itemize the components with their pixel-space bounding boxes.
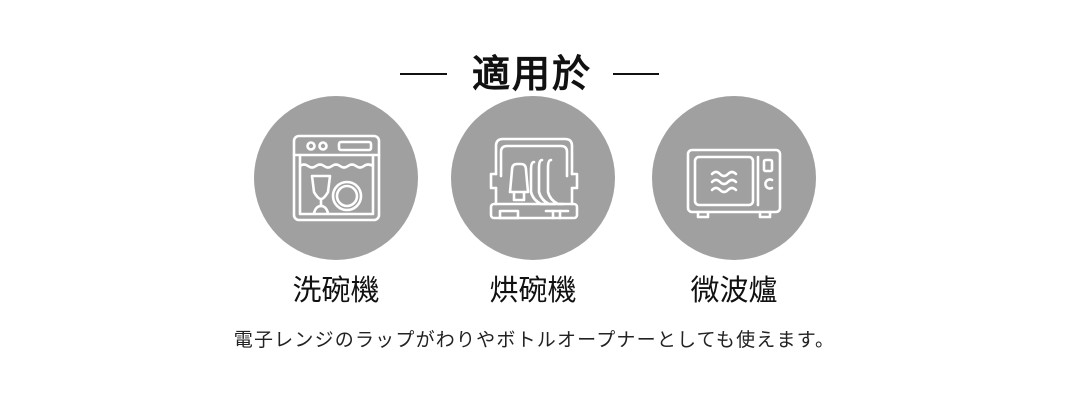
label-dish-dryer: 烘碗機 bbox=[489, 273, 577, 307]
microwave-circle bbox=[652, 96, 816, 260]
dish-dryer-circle bbox=[451, 96, 615, 260]
heading-dash-right bbox=[613, 73, 659, 75]
label-dishwasher: 洗碗機 bbox=[292, 273, 380, 307]
caption-text: 電子レンジのラップがわりやボトルオープナーとしても使えます。 bbox=[233, 329, 836, 351]
heading-dash-left bbox=[400, 73, 447, 75]
dishwasher-circle bbox=[254, 96, 418, 260]
page-title: 適用於 bbox=[471, 51, 592, 96]
label-microwave: 微波爐 bbox=[690, 273, 778, 307]
section-heading: 適用於 bbox=[0, 24, 1065, 96]
dishwasher-icon bbox=[292, 134, 381, 222]
microwave-icon bbox=[686, 148, 782, 219]
dish-dryer-icon bbox=[489, 137, 579, 220]
